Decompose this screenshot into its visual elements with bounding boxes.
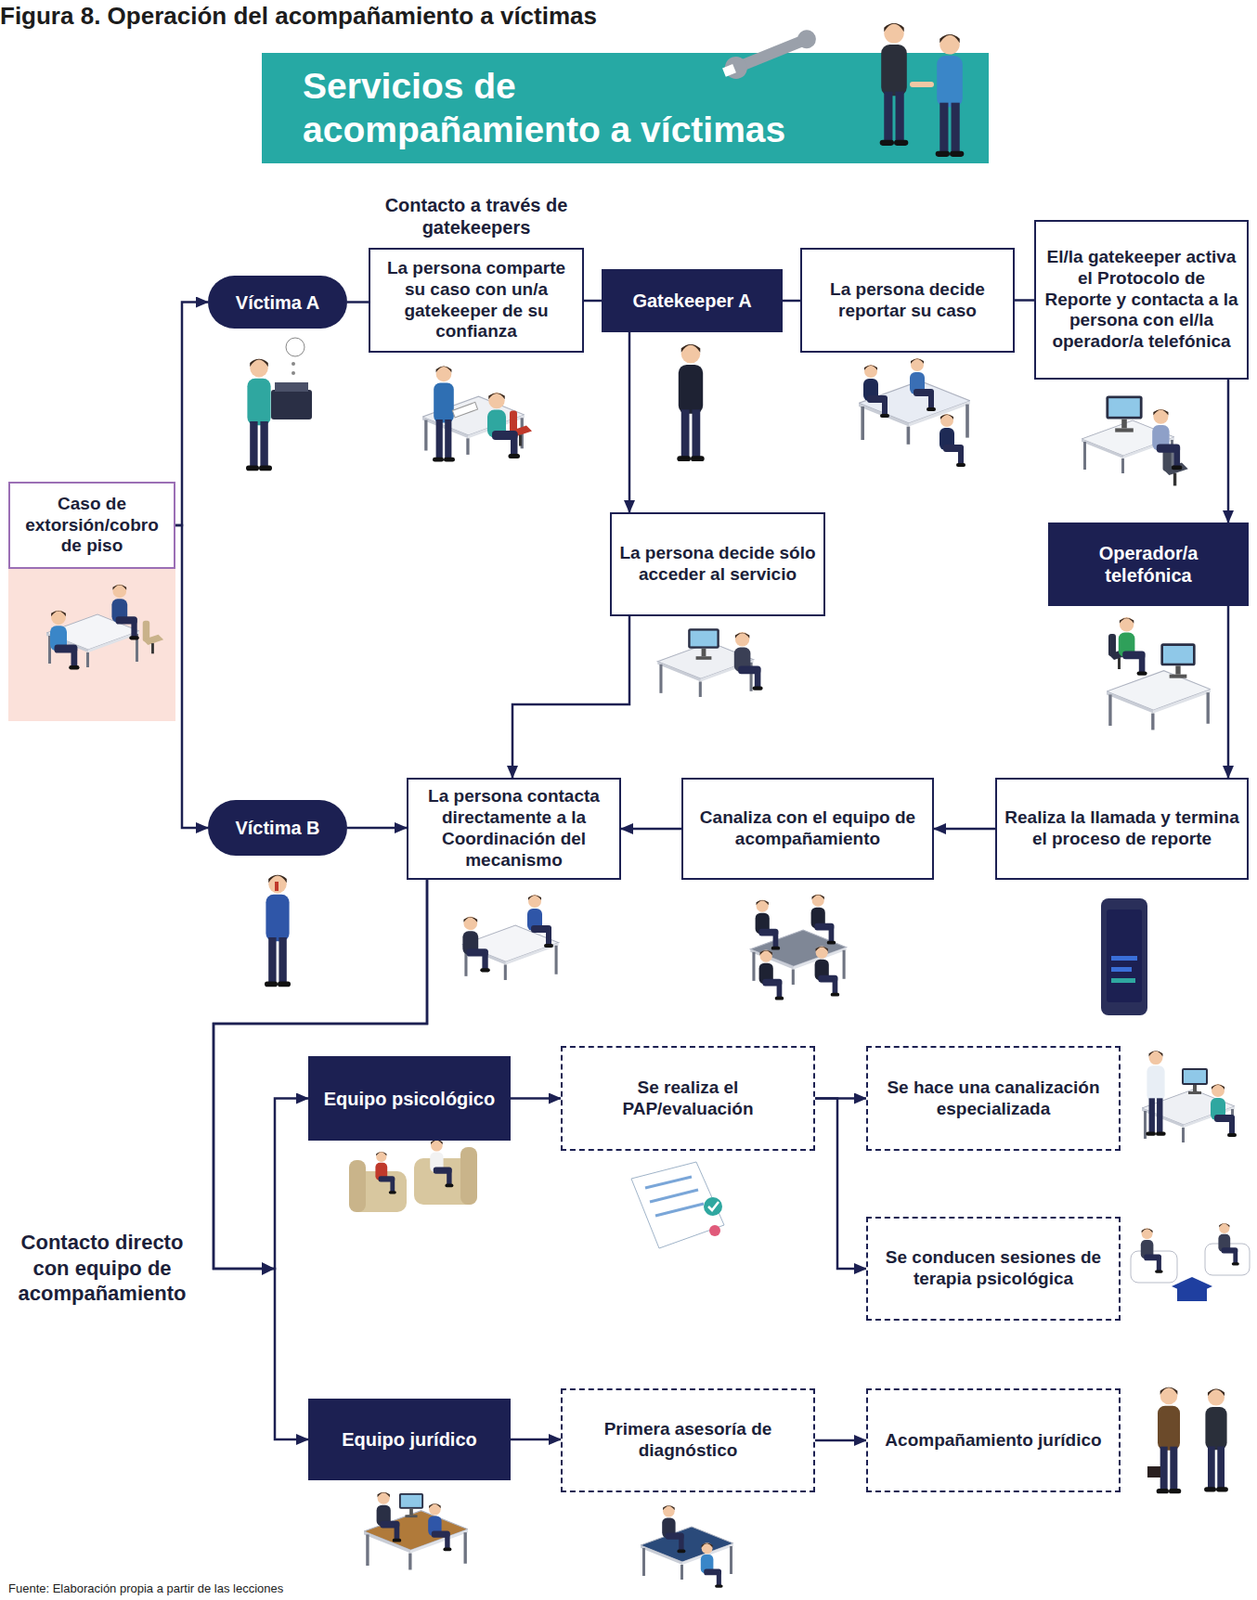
process-box: Realiza la llamada y termina el proceso …	[995, 777, 1249, 881]
node-text: La persona decide sólo acceder al servic…	[619, 543, 817, 586]
team-box: Equipo jurídico	[308, 1399, 511, 1481]
node-text: Acompañamiento jurídico	[884, 1430, 1102, 1452]
connector	[621, 828, 682, 831]
process-box: La persona decide reportar su caso	[800, 247, 1015, 353]
case-box: Caso de extorsión/cobro de piso	[8, 481, 176, 570]
case-ground	[8, 569, 176, 722]
connector	[1227, 379, 1231, 523]
node-text: La persona comparte su caso con un/a gat…	[377, 258, 575, 343]
connector	[510, 1097, 561, 1101]
source-caption: Fuente: Elaboración propia a partir de l…	[8, 1581, 284, 1596]
actor-pill: Víctima A	[207, 275, 348, 329]
connector	[347, 827, 407, 830]
node-text: Se realiza el PAP/evaluación	[570, 1077, 806, 1121]
node-text: Servicios de acompañamiento a víctimas	[302, 64, 818, 153]
team-box: Operador/a telefónica	[1048, 522, 1249, 607]
connector	[628, 332, 632, 513]
node-text: La persona contacta directamente a la Co…	[415, 786, 612, 871]
node-text: Caso de extorsión/cobro de piso	[17, 493, 167, 558]
connector	[1014, 298, 1035, 302]
actor-pill: Víctima B	[207, 800, 348, 856]
team-box: Gatekeeper A	[601, 269, 783, 333]
connector	[583, 299, 602, 303]
node-text: Se hace una canalización especializada	[875, 1077, 1112, 1121]
team-box: Equipo psicológico	[308, 1056, 511, 1141]
figure-title: Figura 8. Operación del acompañamiento a…	[0, 1, 597, 31]
node-text: Operador/a telefónica	[1055, 542, 1242, 587]
connector	[512, 616, 630, 778]
node-text: Realiza la llamada y termina el proceso …	[1004, 807, 1240, 851]
title-banner: Servicios de acompañamiento a víctimas	[261, 52, 989, 164]
node-text: El/la gatekeeper activa el Protocolo de …	[1043, 246, 1240, 353]
node-text: Canaliza con el equipo de acompañamiento	[690, 807, 925, 851]
process-box: Canaliza con el equipo de acompañamiento	[681, 777, 934, 881]
service-box: Acompañamiento jurídico	[866, 1388, 1121, 1493]
process-box: La persona decide sólo acceder al servic…	[609, 512, 826, 617]
connector	[213, 880, 428, 1440]
service-box: Se hace una canalización especializada	[866, 1046, 1121, 1152]
connector	[782, 299, 801, 303]
service-box: Primera asesoría de diagnóstico	[560, 1388, 816, 1493]
node-text: Primera asesoría de diagnóstico	[570, 1419, 806, 1463]
node-text: Víctima B	[234, 816, 320, 840]
service-box: Se realiza el PAP/evaluación	[560, 1046, 816, 1152]
service-box: Se conducen sesiones de terapia psicológ…	[866, 1217, 1121, 1322]
connector	[175, 525, 208, 829]
process-box: La persona contacta directamente a la Co…	[406, 777, 622, 881]
process-box: El/la gatekeeper activa el Protocolo de …	[1034, 220, 1249, 380]
connector	[815, 1439, 867, 1443]
node-text: Equipo psicológico	[323, 1088, 495, 1111]
node-text: Gatekeeper A	[632, 289, 752, 312]
connector	[347, 300, 369, 304]
node-text: La persona decide reportar su caso	[809, 279, 1006, 323]
node-text: Se conducen sesiones de terapia psicológ…	[875, 1247, 1112, 1291]
process-box: Contacto a través de gatekeepersLa perso…	[368, 247, 584, 353]
connector	[510, 1438, 561, 1442]
connector	[815, 1099, 867, 1270]
side-label: Contacto directo con equipo de acompañam…	[9, 1230, 195, 1308]
connector	[933, 828, 996, 831]
connector	[175, 302, 208, 527]
connector	[1227, 606, 1231, 778]
section-heading: Contacto a través de gatekeepers	[360, 194, 593, 239]
node-text: Víctima A	[235, 291, 320, 314]
node-text: Equipo jurídico	[341, 1428, 478, 1452]
phone-icon	[1101, 898, 1148, 1016]
